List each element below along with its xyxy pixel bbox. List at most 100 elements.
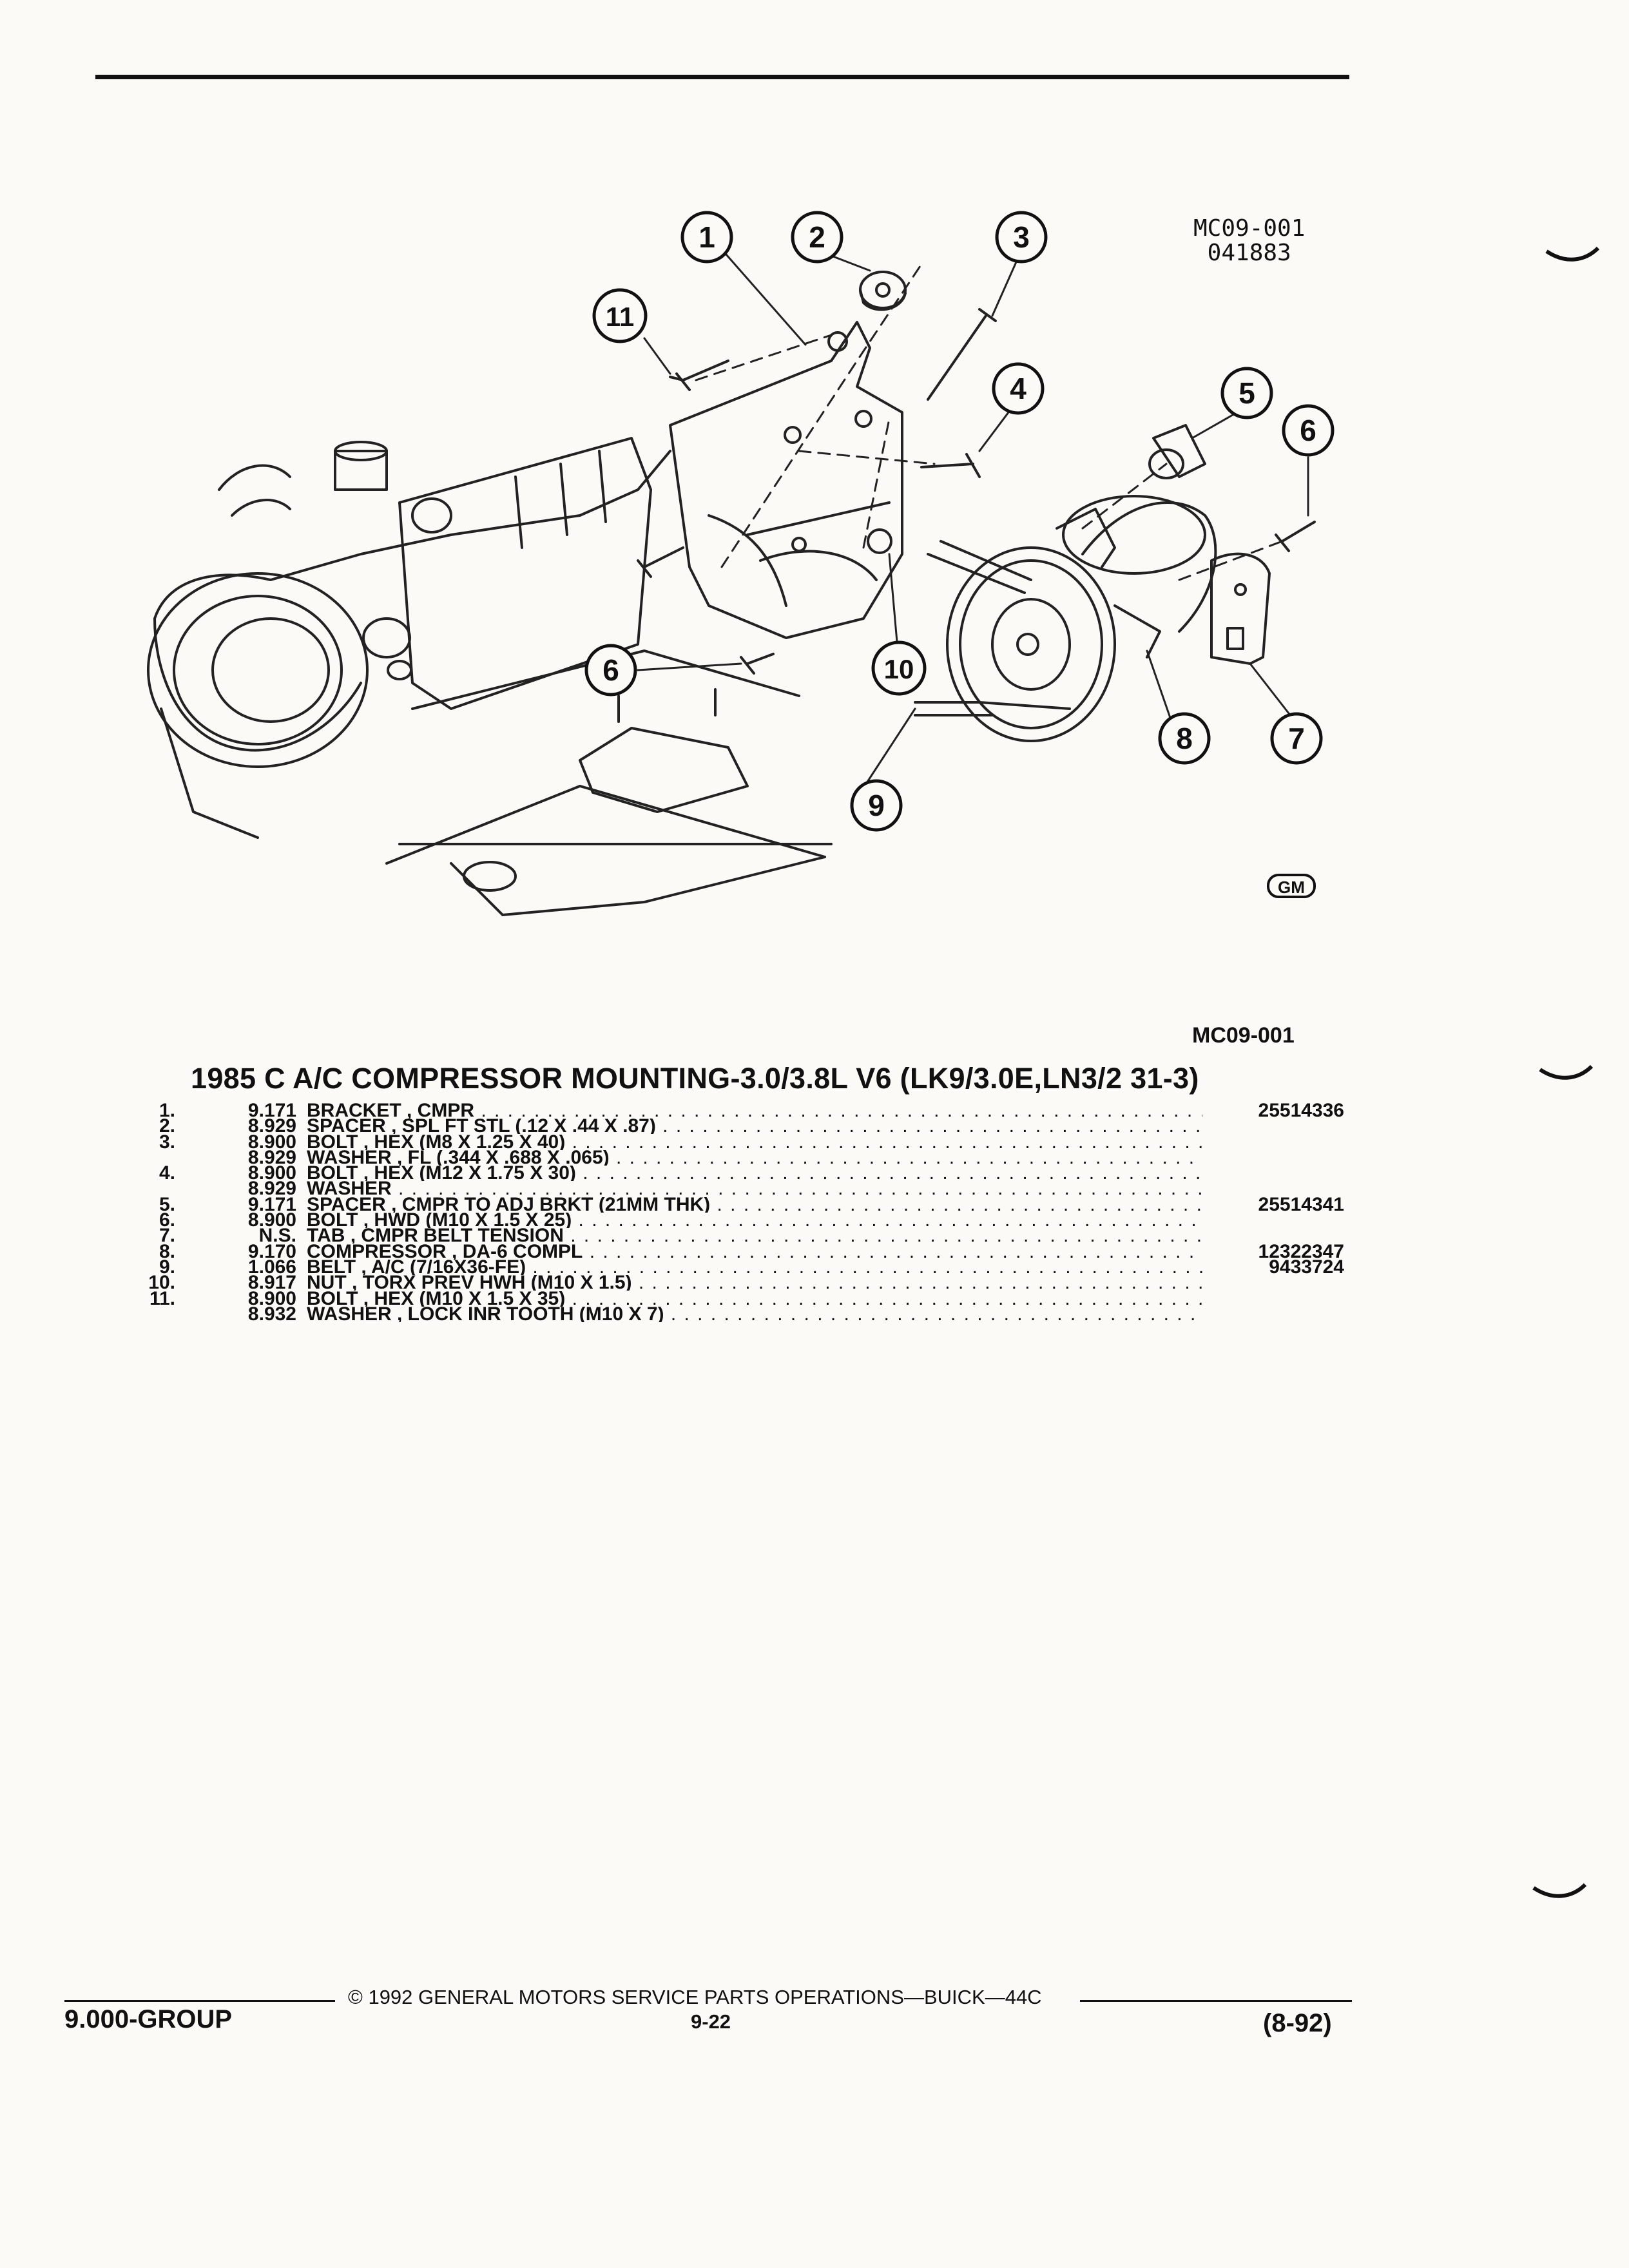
svg-text:8: 8	[1176, 722, 1193, 755]
footer-rule-left	[64, 2000, 335, 2002]
svg-text:2: 2	[809, 220, 825, 254]
svg-text:10: 10	[884, 654, 914, 684]
part-number: 12322347	[1258, 1240, 1344, 1262]
assembly-lines	[695, 263, 1284, 581]
part-number: 9433724	[1269, 1256, 1344, 1278]
part-description: NUT , TORX PREV HWH (M10 X 1.5)	[307, 1275, 1202, 1291]
callout-7: 7	[1270, 712, 1323, 765]
parts-row: 3. 8.900 BOLT , HEX (M8 X 1.25 X 40)	[129, 1131, 1353, 1153]
parts-row: 10. 8.917 NUT , TORX PREV HWH (M10 X 1.5)	[129, 1272, 1353, 1294]
part-description: BELT , A/C (7/16X36-FE)	[307, 1260, 1202, 1275]
svg-text:6: 6	[602, 653, 619, 687]
footer-rule-right	[1080, 2000, 1352, 2002]
item-number: 7.	[159, 1225, 175, 1247]
callout-6a: 6	[1282, 404, 1335, 457]
gm-logo: GM	[1267, 874, 1316, 898]
svg-text:3: 3	[1013, 220, 1030, 254]
item-number: 4.	[159, 1162, 175, 1184]
parts-row: 11. 8.900 BOLT , HEX (M10 X 1.5 X 35)	[129, 1287, 1353, 1309]
bolts	[637, 308, 1316, 675]
binding-mark	[1539, 1064, 1594, 1080]
callout-8: 8	[1158, 712, 1211, 765]
group-number: 1.066	[247, 1256, 296, 1278]
item-number: 6.	[159, 1209, 175, 1231]
group-number: 8.929	[247, 1178, 296, 1200]
group-number: 8.929	[247, 1115, 296, 1137]
parts-row: 8.929 WASHER	[129, 1178, 1353, 1200]
engine-block	[147, 437, 833, 916]
ref-code-text: MC09-001	[1193, 215, 1306, 242]
group-number: 8.900	[247, 1131, 296, 1153]
item-number: 8.	[159, 1240, 175, 1262]
item-number: 11.	[149, 1287, 175, 1309]
footer-copyright: © 1992 GENERAL MOTORS SERVICE PARTS OPER…	[348, 1986, 1042, 2008]
parts-row: 2. 8.929 SPACER , SPL FT STL (.12 X .44 X …	[129, 1115, 1353, 1137]
callout-11: 11	[592, 288, 648, 343]
item-number: 5.	[159, 1193, 175, 1215]
parts-row: 5. 9.171 SPACER , CMPR TO ADJ BRKT (21MM T…	[129, 1193, 1353, 1215]
reference-code: MC09-001 041883	[1193, 216, 1305, 265]
part-description: COMPRESSOR , DA-6 COMPL	[307, 1244, 1202, 1260]
svg-text:5: 5	[1239, 376, 1255, 410]
item-number: 1.	[159, 1100, 175, 1121]
group-number: 8.900	[247, 1287, 296, 1309]
parts-row: 8.932 WASHER , LOCK INR TOOTH (M10 X 7)	[129, 1303, 1353, 1325]
svg-text:7: 7	[1288, 722, 1305, 755]
callout-9: 9	[850, 779, 903, 832]
callout-10: 10	[871, 640, 927, 696]
footer-date: (8-92)	[1263, 2009, 1332, 2037]
group-number: 8.900	[247, 1162, 296, 1184]
top-rule	[95, 75, 1349, 79]
parts-row: 4. 8.900 BOLT , HEX (M12 X 1.75 X 30)	[129, 1162, 1353, 1184]
part-description: BOLT , HEX (M10 X 1.5 X 35)	[307, 1291, 1202, 1307]
ref-date-text: 041883	[1207, 240, 1291, 266]
compressor-part	[914, 495, 1217, 742]
tab-part	[1210, 552, 1271, 665]
part-number: 25514336	[1258, 1100, 1344, 1121]
item-number: 3.	[159, 1131, 175, 1153]
footer-group: 9.000-GROUP	[64, 2005, 233, 2033]
parts-row: 8. 9.170 COMPRESSOR , DA-6 COMPL 12322347	[129, 1240, 1353, 1262]
part-number: 25514341	[1258, 1193, 1344, 1215]
group-number: 8.932	[247, 1303, 296, 1325]
page-number: 9-22	[691, 2010, 731, 2033]
binding-mark	[1545, 246, 1600, 262]
spacer-2-part	[859, 271, 907, 311]
parts-row: 8.929 WASHER , FL (.344 X .688 X .065)	[129, 1146, 1353, 1168]
item-number: 9.	[159, 1256, 175, 1278]
page-title: 1985 C A/C COMPRESSOR MOUNTING-3.0/3.8L …	[191, 1062, 1199, 1095]
part-description: WASHER , FL (.344 X .688 X .065)	[307, 1150, 1202, 1166]
group-number: 9.170	[247, 1240, 296, 1262]
parts-row: 7. N.S. TAB , CMPR BELT TENSION	[129, 1225, 1353, 1247]
leader-lines	[637, 253, 1309, 784]
callout-5: 5	[1220, 367, 1273, 419]
binding-mark	[1532, 1883, 1587, 1898]
bracket-part	[669, 321, 903, 639]
svg-text:9: 9	[868, 789, 885, 822]
part-description: WASHER , LOCK INR TOOTH (M10 X 7)	[307, 1307, 1202, 1322]
item-number: 2.	[159, 1115, 175, 1137]
svg-text:6: 6	[1300, 414, 1316, 447]
group-number: 8.917	[247, 1272, 296, 1294]
diagram-code: MC09-001	[1192, 1023, 1295, 1048]
group-number: 9.171	[247, 1193, 296, 1215]
item-number: 10.	[148, 1272, 175, 1294]
part-description: BOLT , HWD (M10 X 1.5 X 25)	[307, 1213, 1202, 1228]
group-number: 8.929	[247, 1146, 296, 1168]
parts-row: 9. 1.066 BELT , A/C (7/16X36-FE) 9433724	[129, 1256, 1353, 1278]
part-description: BOLT , HEX (M12 X 1.75 X 30)	[307, 1166, 1202, 1181]
part-description: WASHER	[307, 1181, 1202, 1196]
group-number: 8.900	[247, 1209, 296, 1231]
callout-4: 4	[992, 362, 1045, 415]
part-description: SPACER , CMPR TO ADJ BRKT (21MM THK)	[307, 1197, 1202, 1213]
part-description: SPACER , SPL FT STL (.12 X .44 X .87)	[307, 1119, 1202, 1134]
exploded-diagram: 1 2 3 4 5 6 6 7 8 9 10 11 GM	[147, 211, 1335, 916]
svg-text:GM: GM	[1278, 878, 1305, 897]
svg-text:4: 4	[1010, 372, 1027, 405]
part-description: BOLT , HEX (M8 X 1.25 X 40)	[307, 1135, 1202, 1150]
spacer-part	[1148, 424, 1206, 479]
svg-text:1: 1	[699, 220, 715, 254]
group-number: N.S.	[258, 1225, 296, 1247]
part-description: TAB , CMPR BELT TENSION	[307, 1228, 1202, 1244]
